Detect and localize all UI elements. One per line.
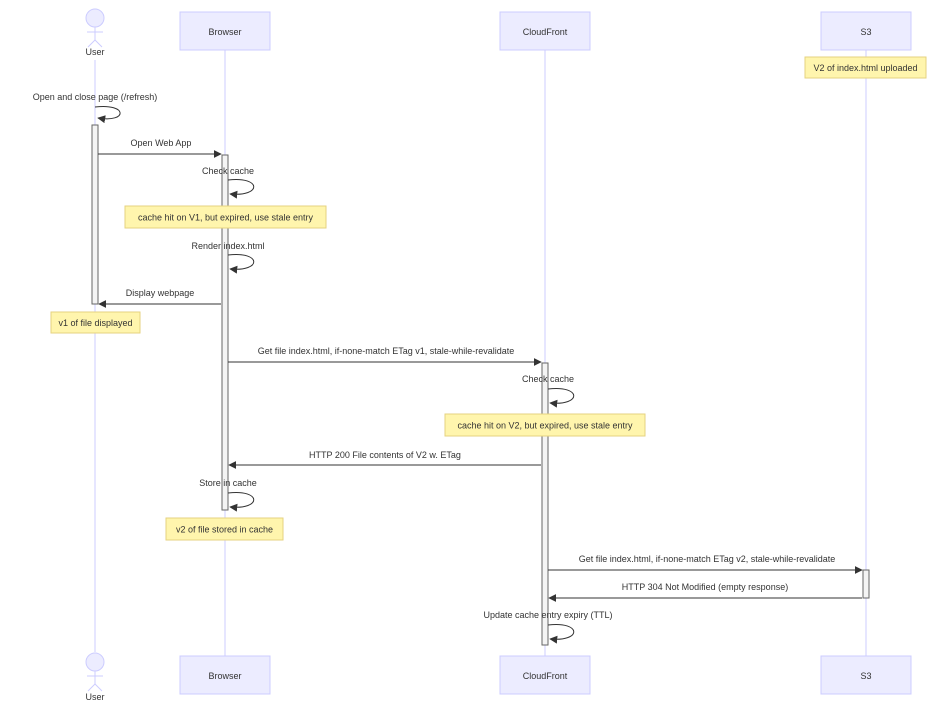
- browser-participant-top: Browser: [179, 11, 271, 51]
- user-actor-bottom: User: [85, 652, 105, 702]
- message-update-cache-ttl: Update cache entry expiry (TTL): [483, 610, 613, 644]
- message-open-close-page: Open and close page (/refresh): [33, 92, 158, 124]
- s3-participant-bottom: S3: [820, 655, 912, 695]
- user-label: User: [85, 692, 104, 702]
- svg-text:HTTP 200 File contents of V2 w: HTTP 200 File contents of V2 w. ETag: [309, 450, 461, 460]
- message-http-304: HTTP 304 Not Modified (empty response): [548, 582, 862, 602]
- svg-text:Update cache entry expiry (TTL: Update cache entry expiry (TTL): [483, 610, 612, 620]
- cloudfront-label: CloudFront: [523, 27, 568, 37]
- cloudfront-label: CloudFront: [523, 671, 568, 681]
- user-activation: [91, 124, 99, 305]
- svg-text:v1 of file displayed: v1 of file displayed: [58, 318, 132, 328]
- svg-text:HTTP 304 Not Modified (empty r: HTTP 304 Not Modified (empty response): [622, 582, 788, 592]
- svg-text:Check cache: Check cache: [202, 166, 254, 176]
- svg-text:Display webpage: Display webpage: [126, 288, 195, 298]
- user-actor-top: User: [85, 8, 105, 57]
- svg-text:cache hit on V2, but expired,: cache hit on V2, but expired, use stale …: [457, 421, 633, 431]
- svg-text:Open Web App: Open Web App: [131, 138, 192, 148]
- browser-label: Browser: [208, 27, 241, 37]
- user-actor-icon: [85, 8, 105, 28]
- message-get-file-etag-v2: Get file index.html, if-none-match ETag …: [548, 554, 863, 574]
- s3-label: S3: [860, 27, 871, 37]
- note-v2-uploaded: V2 of index.html uploaded: [804, 56, 927, 79]
- note-v2-stored: v2 of file stored in cache: [165, 517, 284, 541]
- s3-label: S3: [860, 671, 871, 681]
- message-http-200: HTTP 200 File contents of V2 w. ETag: [228, 450, 541, 469]
- message-store-in-cache: Store in cache: [199, 478, 257, 512]
- message-display-webpage: Display webpage: [98, 288, 221, 308]
- message-get-file-etag-v1: Get file index.html, if-none-match ETag …: [228, 346, 542, 366]
- svg-text:Check cache: Check cache: [522, 374, 574, 384]
- browser-activation: [221, 154, 229, 511]
- svg-text:V2 of index.html uploaded: V2 of index.html uploaded: [813, 63, 917, 73]
- svg-text:v2 of file stored in cache: v2 of file stored in cache: [176, 525, 273, 535]
- message-open-web-app: Open Web App: [98, 138, 222, 158]
- svg-text:cache hit on V1, but expired,: cache hit on V1, but expired, use stale …: [138, 213, 314, 223]
- message-check-cache-cloudfront: Check cache: [522, 374, 575, 408]
- svg-text:Get file index.html, if-none-m: Get file index.html, if-none-match ETag …: [258, 346, 515, 356]
- s3-participant-top: S3: [820, 11, 912, 51]
- note-v1-displayed: v1 of file displayed: [50, 311, 141, 334]
- user-label: User: [85, 47, 104, 57]
- message-check-cache-browser: Check cache: [202, 166, 255, 199]
- browser-participant-bottom: Browser: [179, 655, 271, 695]
- browser-label: Browser: [208, 671, 241, 681]
- s3-activation: [862, 569, 870, 599]
- svg-text:Get file index.html, if-none-m: Get file index.html, if-none-match ETag …: [579, 554, 836, 564]
- user-actor-icon: [85, 652, 105, 672]
- svg-text:Store in cache: Store in cache: [199, 478, 257, 488]
- note-cache-hit-v1: cache hit on V1, but expired, use stale …: [124, 205, 327, 229]
- cloudfront-activation: [541, 362, 549, 646]
- cloudfront-participant-bottom: CloudFront: [499, 655, 591, 695]
- svg-text:Render index.html: Render index.html: [191, 241, 264, 251]
- cloudfront-participant-top: CloudFront: [499, 11, 591, 51]
- message-render-index: Render index.html: [191, 241, 265, 274]
- svg-text:Open and close page (/refresh): Open and close page (/refresh): [33, 92, 158, 102]
- note-cache-hit-v2: cache hit on V2, but expired, use stale …: [444, 413, 646, 437]
